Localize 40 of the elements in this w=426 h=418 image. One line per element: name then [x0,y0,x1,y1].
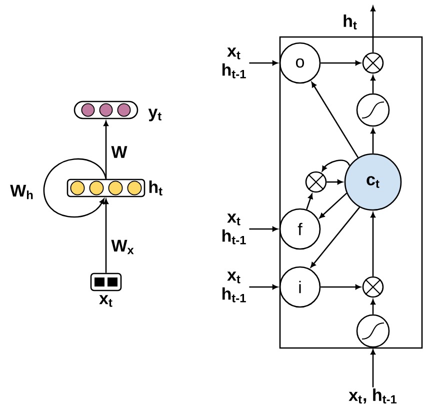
input-label: x$_{t}$ h$_{t-1}$ [222,214,246,244]
arrow [326,180,343,184]
multiply-circle [362,276,384,298]
arrow [319,192,348,218]
arrow [310,206,360,268]
loop-arrow [43,158,107,218]
arrow [370,6,376,52]
arrow [370,75,376,94]
arrow [104,120,108,179]
activation-circle [356,93,390,127]
edge-label: W [110,145,128,159]
arrow [311,82,359,158]
vector-label: x$_{t}$ [99,295,112,307]
edge-label: h$_{t}$ [342,14,358,30]
arrow [370,299,376,314]
edge-label: W$_{x}$ [110,238,136,256]
arrow [370,349,376,388]
vector-label: h$_{t}$ [149,180,162,196]
multiply-circle [362,52,384,74]
arrow [306,194,313,210]
arrow [370,212,376,276]
input-vector [90,272,122,292]
input-label: x$_{t}$ h$_{t-1}$ [222,272,246,302]
arrow [249,226,278,232]
neuron-layer [74,100,138,120]
arrow [370,128,376,154]
neuron-layer [66,178,146,198]
arrow [249,60,278,66]
arrow [249,284,278,290]
curved-arrow [322,160,350,172]
arrow [320,284,361,290]
cell-frame [279,36,423,349]
arrow [320,60,361,66]
arrow [104,198,108,273]
vector-label: y$_{t}$ [148,108,162,122]
input-label: x$_{t}$ h$_{t-1}$ [222,48,246,78]
edge-label: W$_{h}$ [9,184,35,200]
activation-circle [356,314,390,348]
input-label: x$_{t}$, h$_{t-1}$ [348,388,397,404]
multiply-circle [305,171,327,193]
